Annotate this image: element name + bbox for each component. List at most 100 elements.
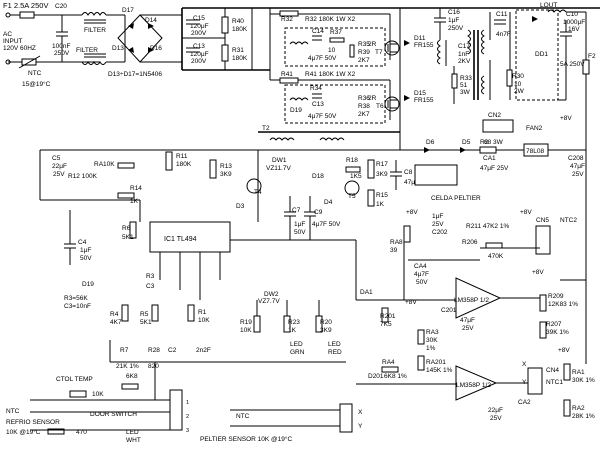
- d14-label: D14: [145, 17, 157, 24]
- lout-label: LOUT: [540, 2, 557, 9]
- r5: [151, 304, 159, 322]
- gate-driver-upper-box: [284, 27, 386, 67]
- c208-label: C208: [568, 155, 584, 162]
- r30-val-2: 2W: [514, 88, 525, 95]
- c17-label: C17: [458, 43, 470, 50]
- r6: [129, 221, 137, 239]
- c3-label: C3: [146, 283, 155, 290]
- ra2-val: 28K 1%: [572, 413, 595, 420]
- ra3: [417, 329, 425, 345]
- ra8-val: 39: [390, 247, 398, 254]
- d15-val: FR155: [414, 97, 434, 104]
- r13: [209, 159, 217, 179]
- c2-label: C2: [168, 347, 177, 354]
- plus8v-e: +8V: [558, 347, 570, 354]
- led-wht-label-1: LED: [126, 429, 139, 436]
- r1-val: 10K: [198, 317, 210, 324]
- plus8v-top: +8V: [560, 115, 572, 122]
- d4-label: D4: [324, 199, 333, 206]
- c14-sub: 10: [328, 47, 336, 54]
- ra1-val: 30K 1%: [572, 377, 595, 384]
- d16-label: D16: [150, 45, 162, 52]
- indicator-leds: DW2 VZ7.7V R19 10K R23 1K R20 3K9 LED GR…: [240, 291, 346, 363]
- c9-val: 4μ7F 50V: [312, 221, 341, 228]
- r19-label: R19: [240, 319, 252, 326]
- r2-label: R2: [480, 139, 489, 146]
- r40: [221, 16, 229, 34]
- half-bridge-upper: R32 180K 1W X2 R32 C14 R37 4μ7F 50V 10 R…: [269, 8, 400, 70]
- wiring: [39, 140, 587, 385]
- r4-val: 4K7: [110, 319, 122, 326]
- ra1-label: RA1: [572, 369, 585, 376]
- r206-val: 470K: [488, 253, 504, 260]
- r17: [367, 159, 375, 179]
- d13-label: D13: [112, 45, 124, 52]
- ca2-label: CA2: [518, 399, 531, 406]
- r31-val: 180K: [232, 55, 248, 62]
- cn4-label: CN4: [546, 367, 559, 374]
- r5-val: 5K1: [140, 319, 152, 326]
- ra201-label: RA201: [426, 359, 446, 366]
- r206: [485, 242, 503, 249]
- d19-label: D19: [82, 281, 94, 288]
- dw1-label: DW1: [272, 157, 287, 164]
- plus8v-c: +8V: [532, 269, 544, 276]
- c17-val: 1nF: [458, 51, 469, 58]
- fan2-label: FAN2: [526, 125, 543, 132]
- ra3-val-2: 1%: [426, 345, 436, 352]
- c201-val-1: 47μF: [460, 317, 475, 324]
- r28-label: R28: [148, 347, 160, 354]
- c208-val-2: 25V: [572, 171, 584, 178]
- ra201: [417, 355, 425, 371]
- ca1-label: CA1: [483, 155, 496, 162]
- r36-val: 2R: [368, 95, 377, 102]
- c4-label: C4: [78, 239, 87, 246]
- c7-val: 1μF: [294, 221, 305, 228]
- r31-label: R31: [232, 47, 244, 54]
- da1-label: DA1: [360, 289, 373, 296]
- opamp-bottom: [455, 365, 498, 401]
- d11-label: D11: [414, 35, 426, 42]
- c11-label: C11: [496, 11, 508, 18]
- ra10k-label: RA10K: [94, 161, 115, 168]
- r33-label: R33: [460, 75, 472, 82]
- mains-voltage-label: 120V 60HZ: [3, 45, 36, 52]
- t6-mosfet: [384, 96, 400, 112]
- d19-top-label: D19: [290, 107, 302, 114]
- gate-driver-lower-box: [284, 84, 386, 124]
- r28-val: 820: [148, 363, 159, 370]
- r209: [539, 294, 547, 312]
- c7-val-2: 50V: [294, 229, 306, 236]
- r12: [117, 162, 135, 169]
- peltier-supply: D6 D5 R2 68 3W 78L08 CA1 47μF 25V C208 4…: [400, 112, 586, 202]
- ntc-peltier: NTC: [236, 413, 250, 420]
- ra8: [403, 225, 411, 243]
- r14-label: R14: [130, 185, 142, 192]
- c208-val-1: 47μF: [570, 163, 585, 170]
- rc-note-1: R3=56K: [64, 295, 88, 302]
- c14-label: C14: [312, 28, 324, 35]
- ra2-label: RA2: [572, 405, 585, 412]
- peltier-connector: [414, 164, 458, 186]
- ntc-refrio: NTC: [6, 408, 20, 415]
- r15-val: 1K: [376, 201, 385, 208]
- c16-val: 1μF: [448, 17, 459, 24]
- c201-val-2: 25V: [462, 325, 474, 332]
- r34-label: R34: [310, 85, 322, 92]
- r32-ref: R32: [281, 16, 293, 23]
- r11-label: R11: [176, 153, 188, 160]
- f2-val: 5A 250V: [560, 61, 585, 68]
- d11-val: FR155: [414, 42, 434, 49]
- d201-label: D201: [368, 373, 384, 380]
- c10-val-2: 16V: [568, 26, 580, 33]
- r207: [539, 321, 547, 339]
- lm-top-label: LM358P 1/2: [454, 297, 489, 304]
- ntc-temp-label: 15@19°C: [22, 80, 51, 88]
- c13-val: 120μF: [190, 51, 209, 58]
- ra4: [381, 366, 399, 373]
- r35-label: R35: [358, 41, 370, 48]
- r7-label: R7: [120, 347, 129, 354]
- c202-val-1: 1μF: [432, 213, 443, 220]
- r19: [253, 315, 261, 333]
